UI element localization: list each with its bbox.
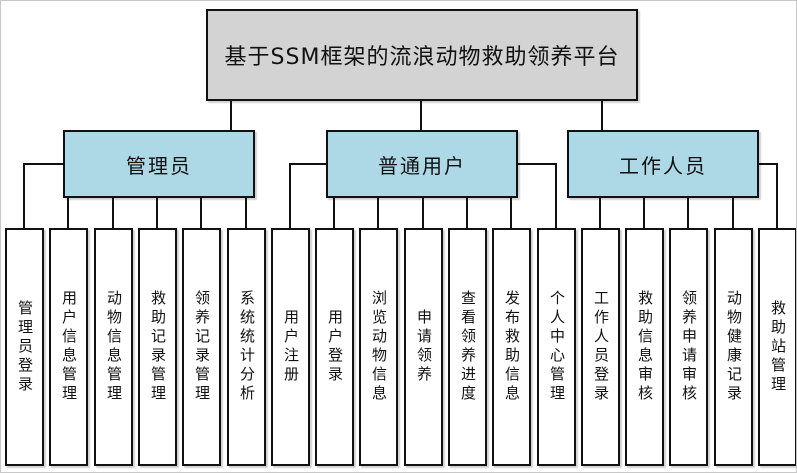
connector-line bbox=[466, 197, 468, 229]
root-title-label: 基于SSM框架的流浪动物救助领养平台 bbox=[224, 45, 620, 70]
connector-line bbox=[757, 163, 778, 165]
connector-line bbox=[516, 163, 557, 165]
connector-line bbox=[67, 197, 69, 229]
leaf-label: 领养记录管理 bbox=[193, 290, 211, 404]
leaf-label: 工作人员登录 bbox=[592, 290, 610, 404]
leaf-label: 系统统计分析 bbox=[238, 290, 256, 404]
leaf-box-animal-info-management: 动物信息管理 bbox=[94, 228, 133, 466]
leaf-label: 查看领养进度 bbox=[459, 290, 477, 404]
connector-line bbox=[599, 197, 601, 229]
connector-line bbox=[230, 99, 232, 131]
branch-box-regular-user: 普通用户 bbox=[326, 130, 518, 198]
connector-line bbox=[333, 197, 335, 229]
branch-label-regular-user: 普通用户 bbox=[378, 153, 466, 178]
leaf-label: 个人中心管理 bbox=[548, 290, 566, 404]
branch-label-admin: 管理员 bbox=[126, 153, 192, 178]
root-title-box: 基于SSM框架的流浪动物救助领养平台 bbox=[206, 9, 638, 101]
leaf-label: 申请领养 bbox=[415, 309, 433, 385]
leaf-label: 用户注册 bbox=[282, 309, 300, 385]
leaf-box-publish-rescue-info: 发布救助信息 bbox=[492, 228, 531, 466]
leaf-box-user-info-management: 用户信息管理 bbox=[49, 228, 88, 466]
connector-line bbox=[687, 197, 689, 229]
leaf-label: 领养申请审核 bbox=[680, 290, 698, 404]
leaf-box-rescue-info-review: 救助信息审核 bbox=[625, 228, 664, 466]
leaf-label: 动物信息管理 bbox=[105, 290, 123, 404]
leaf-box-personal-center-management: 个人中心管理 bbox=[537, 228, 576, 466]
leaf-box-admin-login: 管理员登录 bbox=[5, 228, 44, 466]
leaf-box-user-register: 用户注册 bbox=[271, 228, 310, 466]
connector-line bbox=[289, 163, 291, 229]
leaf-label: 动物健康记录 bbox=[725, 290, 743, 404]
leaf-label: 用户登录 bbox=[326, 309, 344, 385]
connector-line bbox=[601, 99, 603, 131]
connector-line bbox=[200, 197, 202, 229]
leaf-box-staff-login: 工作人员登录 bbox=[581, 228, 620, 466]
connector-line bbox=[112, 197, 114, 229]
leaf-box-rescue-station-management: 救助站管理 bbox=[758, 228, 796, 466]
connector-line bbox=[510, 197, 512, 229]
leaf-box-apply-adoption: 申请领养 bbox=[404, 228, 443, 466]
leaf-box-animal-health-record: 动物健康记录 bbox=[714, 228, 753, 466]
leaf-label: 救助记录管理 bbox=[149, 290, 167, 404]
connector-line bbox=[289, 163, 328, 165]
leaf-box-rescue-record-management: 救助记录管理 bbox=[138, 228, 177, 466]
leaf-label: 发布救助信息 bbox=[503, 290, 521, 404]
branch-box-admin: 管理员 bbox=[63, 130, 255, 198]
connector-line bbox=[555, 163, 557, 229]
connector-line bbox=[776, 163, 778, 229]
leaf-label: 浏览动物信息 bbox=[370, 290, 388, 404]
leaf-label: 救助信息审核 bbox=[636, 290, 654, 404]
connector-line bbox=[377, 197, 379, 229]
connector-line bbox=[732, 197, 734, 229]
connector-line bbox=[422, 197, 424, 229]
connector-line bbox=[420, 99, 422, 131]
leaf-box-view-adoption-progress: 查看领养进度 bbox=[448, 228, 487, 466]
leaf-box-adoption-application-review: 领养申请审核 bbox=[669, 228, 708, 466]
connector-line bbox=[156, 197, 158, 229]
leaf-box-browse-animal-info: 浏览动物信息 bbox=[359, 228, 398, 466]
leaf-label: 救助站管理 bbox=[769, 299, 787, 395]
connector-line bbox=[643, 197, 645, 229]
connector-line bbox=[245, 197, 247, 229]
branch-label-staff: 工作人员 bbox=[619, 153, 707, 178]
leaf-box-system-statistics-analysis: 系统统计分析 bbox=[227, 228, 266, 466]
connector-line bbox=[23, 163, 25, 229]
leaf-box-adoption-record-management: 领养记录管理 bbox=[182, 228, 221, 466]
leaf-label: 管理员登录 bbox=[16, 299, 34, 395]
leaf-label: 用户信息管理 bbox=[60, 290, 78, 404]
leaf-box-user-login: 用户登录 bbox=[315, 228, 354, 466]
connector-line bbox=[23, 163, 65, 165]
branch-box-staff: 工作人员 bbox=[567, 130, 759, 198]
